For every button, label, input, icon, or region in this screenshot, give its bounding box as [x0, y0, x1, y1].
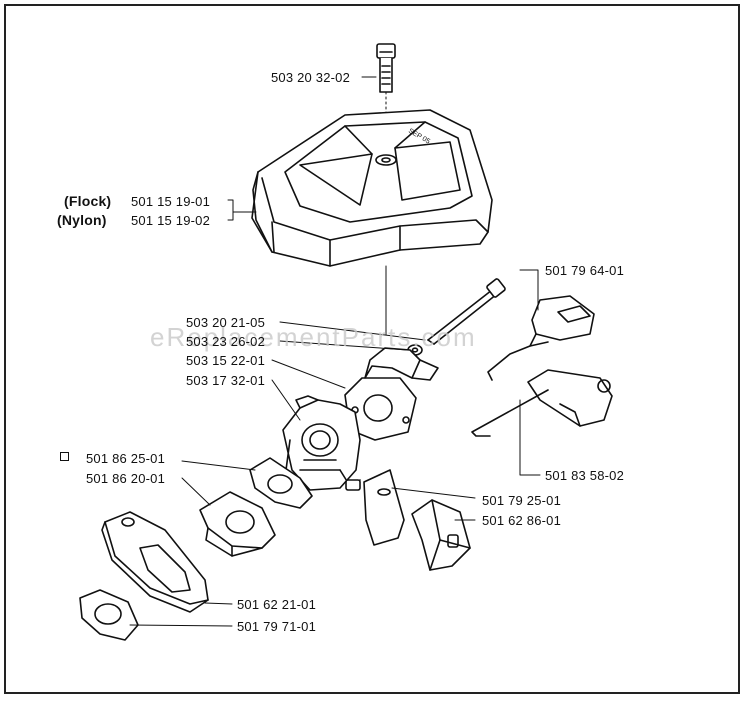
label-insulator: 501 62 21-01 [237, 597, 317, 612]
choke-rod-part [472, 370, 612, 436]
label-screw: 503 20 21-05 [186, 315, 266, 330]
label-throttle-lever: 501 79 64-01 [545, 263, 625, 278]
label-nylon-part: 501 15 19-02 [131, 213, 211, 228]
bolt-part [377, 44, 395, 92]
label-bolt: 503 20 32-02 [271, 70, 351, 85]
note-box-marker [60, 452, 69, 461]
label-gasket-a: 501 86 25-01 [86, 451, 166, 466]
seal-part [80, 590, 138, 640]
label-plate: 501 79 25-01 [482, 493, 562, 508]
throttle-lever-part [488, 296, 594, 380]
label-choke-rod: 501 83 58-02 [545, 468, 625, 483]
label-carburetor: 503 17 32-01 [186, 373, 266, 388]
label-washer: 503 23 26-02 [186, 334, 266, 349]
label-intake: 503 15 22-01 [186, 353, 266, 368]
insulator-part [102, 512, 208, 612]
label-seal: 501 79 71-01 [237, 619, 317, 634]
long-screw-part [428, 278, 506, 344]
label-gasket-b: 501 86 20-01 [86, 471, 166, 486]
label-filter: 501 62 86-01 [482, 513, 562, 528]
intake-adapter-part [200, 492, 275, 556]
air-filter-cover: SEP 05 [252, 110, 492, 266]
label-nylon-tag: (Nylon) [57, 212, 107, 228]
label-flock-tag: (Flock) [64, 193, 112, 209]
mounting-plate-part [364, 470, 404, 545]
label-flock-part: 501 15 19-01 [131, 194, 211, 209]
carb-gasket-part [250, 458, 312, 508]
intake-manifold-part [345, 348, 438, 440]
filter-element-part [412, 500, 470, 570]
